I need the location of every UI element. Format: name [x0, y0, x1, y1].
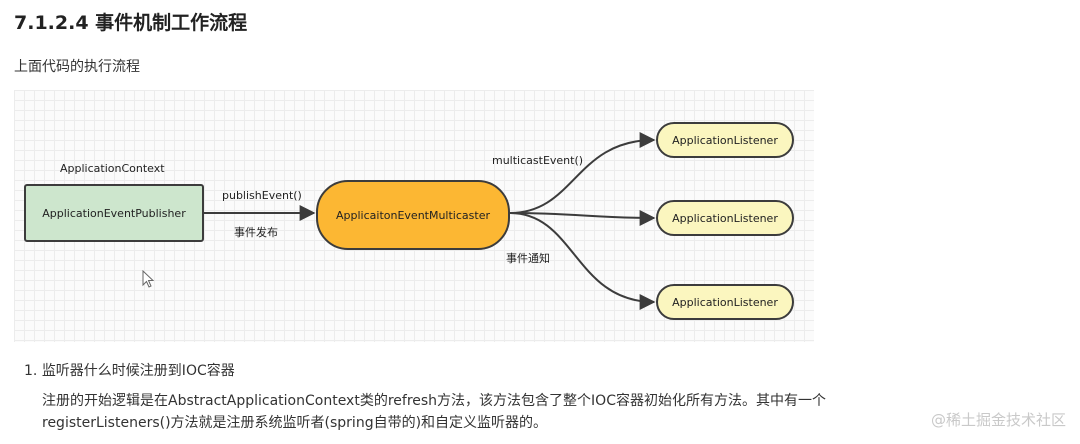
section-heading: 7.1.2.4 事件机制工作流程 — [14, 12, 248, 34]
multicast-arrow-3 — [509, 212, 656, 310]
multicast-call-label: multicastEvent() — [492, 154, 584, 167]
body-line-1: 注册的开始逻辑是在AbstractApplicationContext类的ref… — [42, 393, 826, 409]
list-item-title: 监听器什么时候注册到IOC容器 — [41, 363, 235, 379]
section-subtitle: 上面代码的执行流程 — [14, 59, 140, 75]
notify-note-label: 事件通知 — [506, 252, 550, 265]
body-line-2: registerListeners()方法就是注册系统监听者(spring自带的… — [42, 415, 548, 431]
listener-node-2: ApplicationListener — [656, 200, 794, 236]
multicast-arrow-1 — [509, 132, 656, 214]
list-item-number: 1. — [24, 363, 38, 379]
publish-call-label: publishEvent() — [222, 189, 302, 202]
site-watermark: @稀土掘金技术社区 — [930, 411, 1066, 429]
mouse-pointer-icon — [142, 270, 155, 288]
event-publisher-node: ApplicationEventPublisher — [24, 184, 204, 242]
list-item-1-body: 注册的开始逻辑是在AbstractApplicationContext类的ref… — [42, 390, 922, 434]
list-item-1-title: 1. 监听器什么时候注册到IOC容器 — [24, 360, 235, 380]
event-multicaster-node: ApplicaitonEventMulticaster — [316, 180, 510, 250]
context-label: ApplicationContext — [60, 162, 165, 175]
publish-note-label: 事件发布 — [234, 226, 278, 239]
listener-node-1: ApplicationListener — [656, 122, 794, 158]
listener-node-3: ApplicationListener — [656, 284, 794, 320]
multicast-arrow-2 — [509, 209, 656, 226]
